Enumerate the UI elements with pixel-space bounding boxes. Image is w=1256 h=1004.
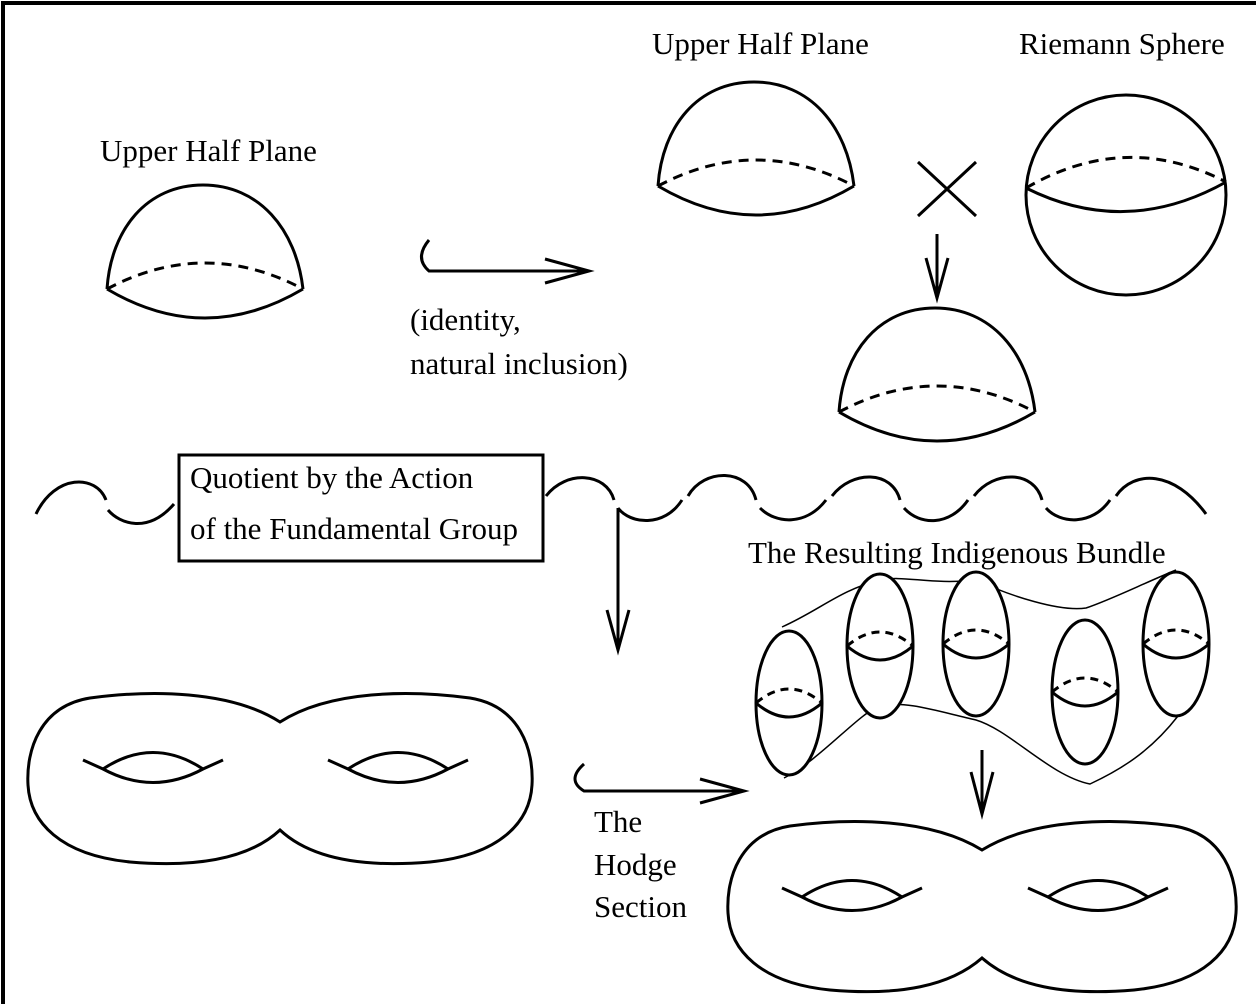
upper-half-plane-result-dome — [837, 306, 1037, 443]
bundle-fiber-3 — [941, 570, 1011, 718]
upper-half-plane-left-label: Upper Half Plane — [100, 133, 317, 168]
upper-half-plane-top-label: Upper Half Plane — [652, 26, 869, 61]
bundle-fiber-5 — [1141, 570, 1211, 718]
upper-half-plane-top-dome — [656, 80, 856, 217]
genus-two-surface-left — [26, 692, 534, 866]
riemann-sphere-label: Riemann Sphere — [1019, 26, 1225, 61]
surface-left-hole-1 — [81, 751, 225, 784]
quotient-label-line1: Quotient by the Action — [190, 460, 474, 495]
quotient-label-line2: of the Fundamental Group — [190, 511, 518, 546]
inclusion-arrow-top — [420, 239, 595, 285]
hodge-label-line1: The — [594, 804, 642, 839]
wavy-line — [34, 474, 1208, 525]
projection-arrow-top — [924, 234, 950, 304]
bundle-fiber-4 — [1050, 618, 1120, 766]
indigenous-bundle — [754, 569, 1211, 785]
indigenous-bundle-label: The Resulting Indigenous Bundle — [748, 535, 1166, 570]
bundle-fiber-1 — [754, 629, 824, 777]
upper-half-plane-left-dome — [105, 183, 305, 320]
hodge-label-line3: Section — [594, 889, 687, 924]
product-cross — [916, 160, 978, 218]
identity-label-line2: natural inclusion) — [410, 346, 628, 381]
hodge-label-line2: Hodge — [594, 847, 677, 882]
riemann-sphere — [1024, 93, 1228, 297]
surface-right-hole-1 — [780, 879, 924, 912]
surface-left-hole-2 — [326, 751, 470, 784]
surface-right-hole-2 — [1026, 879, 1170, 912]
projection-arrow-bottom — [969, 750, 995, 820]
quotient-arrow — [605, 508, 631, 656]
genus-two-surface-right — [726, 820, 1238, 994]
bundle-fiber-2 — [845, 572, 915, 720]
identity-label-line1: (identity, — [410, 302, 521, 337]
quotient-box — [177, 453, 545, 563]
hodge-section-arrow — [573, 762, 750, 805]
